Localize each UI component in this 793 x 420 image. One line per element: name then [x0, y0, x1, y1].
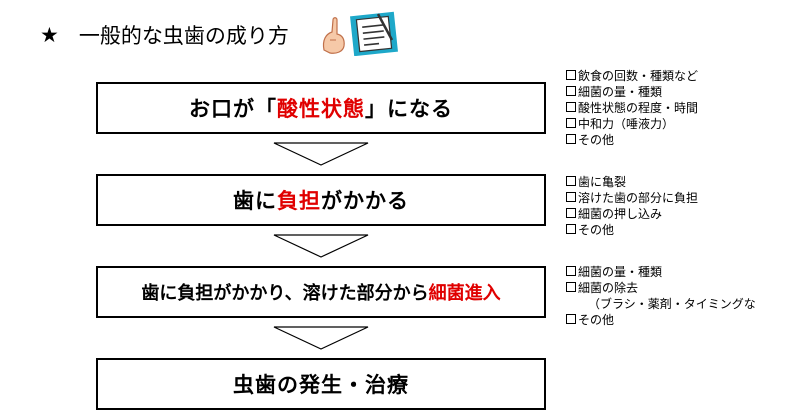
list-item: 細菌の押し込み: [566, 206, 698, 222]
checkbox-icon: [566, 192, 576, 202]
highlight-text: 酸性状態: [277, 97, 365, 121]
list-item: 飲食の回数・種類など: [566, 68, 698, 84]
checkbox-icon: [566, 224, 576, 234]
checkbox-icon: [566, 314, 576, 324]
step-cavity-treatment: 虫歯の発生・治療: [96, 358, 546, 410]
down-arrow-icon: [273, 326, 369, 350]
down-arrow-icon: [273, 142, 369, 166]
list-item-detail: （ブラシ・薬剤・タイミングな: [588, 297, 756, 311]
checkbox-icon: [566, 86, 576, 96]
list-item: 溶けた歯の部分に負担: [566, 190, 698, 206]
list-item: その他: [566, 132, 698, 148]
highlight-text: 負担: [277, 189, 321, 213]
down-arrow-icon: [273, 234, 369, 258]
clipboard-icon: [350, 11, 398, 56]
checkbox-icon: [566, 176, 576, 186]
list-item: その他: [566, 222, 698, 238]
step-tooth-load: 歯に負担がかかる: [96, 174, 546, 226]
list-item: 中和力（唾液力）: [566, 116, 698, 132]
factor-list-acidic: 飲食の回数・種類など 細菌の量・種類 酸性状態の程度・時間 中和力（唾液力） そ…: [566, 68, 698, 148]
step-bacteria-entry: 歯に負担がかかり、溶けた部分から細菌進入: [96, 266, 546, 318]
highlight-text: 細菌進入: [428, 283, 501, 304]
factor-list-load: 歯に亀裂 溶けた歯の部分に負担 細菌の押し込み その他: [566, 174, 698, 238]
list-item: 細菌の量・種類: [566, 264, 756, 280]
checkbox-icon: [566, 266, 576, 276]
checkbox-icon: [566, 102, 576, 112]
list-item: 酸性状態の程度・時間: [566, 100, 698, 116]
factor-list-bacteria: 細菌の量・種類 細菌の除去 （ブラシ・薬剤・タイミングな その他: [566, 264, 756, 328]
checkbox-icon: [566, 118, 576, 128]
title-text: 一般的な虫歯の成り方: [78, 24, 289, 48]
step-acidic-mouth: お口が「酸性状態」になる: [96, 82, 546, 134]
checkbox-icon: [566, 134, 576, 144]
checkbox-icon: [566, 282, 576, 292]
page-title: ★ 一般的な虫歯の成り方: [40, 20, 289, 50]
star-icon: ★: [40, 23, 59, 47]
list-item: その他: [566, 312, 756, 328]
hand-pointing-icon: [322, 11, 398, 56]
list-item: 細菌の量・種類: [566, 84, 698, 100]
checkbox-icon: [566, 208, 576, 218]
list-item: 歯に亀裂: [566, 174, 698, 190]
list-item: 細菌の除去: [566, 280, 756, 296]
checkbox-icon: [566, 70, 576, 80]
